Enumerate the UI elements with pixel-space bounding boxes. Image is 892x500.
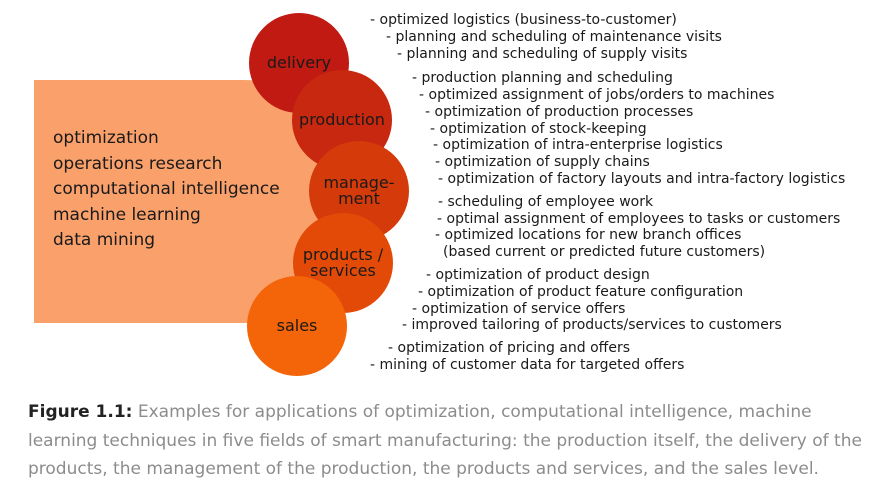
method-item: computational intelligence bbox=[53, 179, 280, 199]
method-item: operations research bbox=[53, 153, 223, 174]
application-item: - optimization of product feature config… bbox=[418, 284, 744, 300]
application-item: - optimal assignment of employees to tas… bbox=[437, 211, 841, 227]
figure-label: Figure 1.1: bbox=[28, 402, 133, 422]
application-item: - planning and scheduling of maintenance… bbox=[386, 29, 722, 45]
method-item: machine learning bbox=[53, 204, 201, 225]
method-item: data mining bbox=[53, 230, 156, 250]
application-item: - scheduling of employee work bbox=[438, 194, 654, 210]
application-item: - mining of customer data for targeted o… bbox=[370, 357, 685, 373]
figure-caption: Figure 1.1: Examples for applications of… bbox=[28, 398, 878, 484]
application-item: - planning and scheduling of supply visi… bbox=[397, 46, 688, 62]
management-label-line: manage- bbox=[323, 173, 395, 192]
smart-manufacturing-diagram: optimization operations research computa… bbox=[34, 12, 846, 376]
application-item: - improved tailoring of products/service… bbox=[402, 317, 782, 333]
application-item: - optimization of factory layouts and in… bbox=[438, 171, 846, 187]
application-item: - optimization of supply chains bbox=[435, 154, 650, 170]
application-item: - optimized locations for new branch off… bbox=[435, 227, 742, 243]
application-item: (based current or predicted future custo… bbox=[443, 244, 766, 260]
products-services-label-line: services bbox=[310, 261, 376, 280]
products-services-circle: products / services bbox=[293, 213, 393, 313]
application-item: - optimization of service offers bbox=[412, 301, 626, 317]
production-label: production bbox=[299, 110, 385, 129]
method-item: optimization bbox=[53, 128, 159, 148]
methods-list: optimization operations research computa… bbox=[53, 126, 280, 254]
sales-label: sales bbox=[276, 316, 318, 335]
application-item: - optimization of production processes bbox=[425, 104, 694, 120]
products-services-label-line: products / bbox=[302, 245, 384, 264]
sales-circle: sales bbox=[247, 276, 347, 376]
application-item: - optimization of intra-enterprise logis… bbox=[433, 137, 723, 153]
application-item: - optimization of product design bbox=[426, 267, 650, 283]
caption-text: Examples for applications of optimizatio… bbox=[28, 402, 862, 479]
application-item: - optimized logistics (business-to-custo… bbox=[370, 12, 677, 28]
application-item: - optimized assignment of jobs/orders to… bbox=[419, 87, 775, 103]
application-item: - optimization of pricing and offers bbox=[388, 340, 630, 356]
management-label-line: ment bbox=[338, 189, 380, 208]
application-item: - production planning and scheduling bbox=[412, 70, 673, 86]
delivery-label: delivery bbox=[266, 53, 332, 72]
application-item: - optimization of stock-keeping bbox=[430, 121, 647, 137]
